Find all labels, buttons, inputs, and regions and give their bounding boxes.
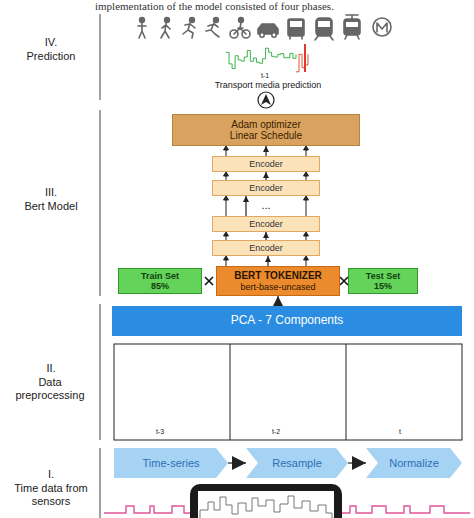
phase-name: Time data from sensors [6,482,96,508]
train-set-box: Train Set 85% [118,268,202,294]
train-icon [315,36,333,40]
box-label: Encoder [249,159,283,169]
person-running-icon [206,23,219,37]
flow-arrow [245,196,246,216]
section-separator [100,304,101,440]
train-icon [316,18,332,36]
train-icon [318,21,330,27]
phase-name: Bert Model [6,200,96,213]
time-step: t-2 [256,428,296,436]
phase-name: Data preprocessing [6,376,94,402]
flow-arrow [265,232,266,240]
navigation-symbol [261,94,271,105]
person-standing-icon [140,18,145,23]
box-label: Encoder [249,219,283,229]
flow-arrow [267,256,268,266]
chevron-shape [114,448,228,478]
chart-frame [114,344,462,440]
phase-name: Prediction [6,50,96,63]
navigation-symbol [258,92,274,108]
process-chevron: Resample [246,448,348,478]
phase-number: IV. [6,36,96,49]
time-step: t-3 [140,428,180,436]
chevron-shape [366,448,462,478]
box-label: Normalize [389,457,439,470]
metro-icon [373,18,391,36]
section-separator [100,14,101,518]
caption-fragment: implementation of the model consisted of… [95,0,467,13]
phase-number: I. [6,468,96,481]
prediction-marker [304,44,306,72]
car-icon [260,33,264,37]
smartphone [190,484,342,518]
transport-icon [138,15,391,40]
pca-band: PCA - 7 Components [112,306,462,336]
box-label: Resample [272,457,322,470]
person-running-icon [183,23,195,38]
box-label: Train Set 85% [136,271,184,292]
encoder-box: Encoder [212,216,320,232]
window-divider [346,344,347,440]
bicycle-icon [239,18,244,23]
time-step: t-1 [250,72,280,80]
person-running-icon [190,18,195,23]
optimizer-box: Adam optimizer Linear Schedule [172,114,360,146]
metro-icon [377,23,387,32]
section-separator [100,14,101,100]
ellipsis: ... [256,199,276,212]
bus-icon [290,36,302,39]
output-label: Transport media prediction [188,80,348,91]
person-standing-icon [138,23,146,38]
bus-icon [290,21,302,27]
signal-trace [296,54,308,72]
time-step: t [380,428,420,436]
person-walking-icon [161,23,170,38]
box-label: Test Set 15% [359,271,407,292]
car-icon [272,33,276,37]
bicycle-icon [234,23,246,34]
encoder-box: Encoder [212,240,320,256]
box-label: Adam optimizer Linear Schedule [220,119,312,142]
tram-icon [346,22,358,27]
phase-number: II. [6,362,96,375]
flow-arrow [228,462,246,463]
section-separator [100,448,101,518]
phone-screen [198,491,334,518]
signal-trace [226,48,296,68]
chevron-shape [246,448,348,478]
test-set-box: Test Set 15% [348,268,418,294]
bus-icon [288,19,304,36]
box-label: Encoder [249,243,283,253]
process-chevron: Time-series [114,448,228,478]
flow-arrow [265,172,266,180]
encoder-box: Encoder [212,156,320,172]
person-running-icon [214,18,219,23]
tram-icon [345,35,359,39]
city-skyline [200,496,332,518]
flow-arrow [265,146,266,156]
section-separator [100,110,101,296]
box-label: bert-base-uncased [240,282,315,292]
box-label: Time-series [142,457,199,470]
phase-number: III. [6,186,96,199]
person-walking-icon [165,18,170,23]
window-divider [230,344,231,440]
tokenizer-box: BERT TOKENIZERbert-base-uncased [216,266,340,296]
box-label: PCA - 7 Components [231,314,344,328]
flow-arrow [277,296,278,306]
box-label: Encoder [249,183,283,193]
tram-icon [344,19,360,35]
flow-arrow [348,462,366,463]
box-label: BERT TOKENIZER [234,270,322,282]
process-chevron: Normalize [366,448,462,478]
encoder-box: Encoder [212,180,320,196]
